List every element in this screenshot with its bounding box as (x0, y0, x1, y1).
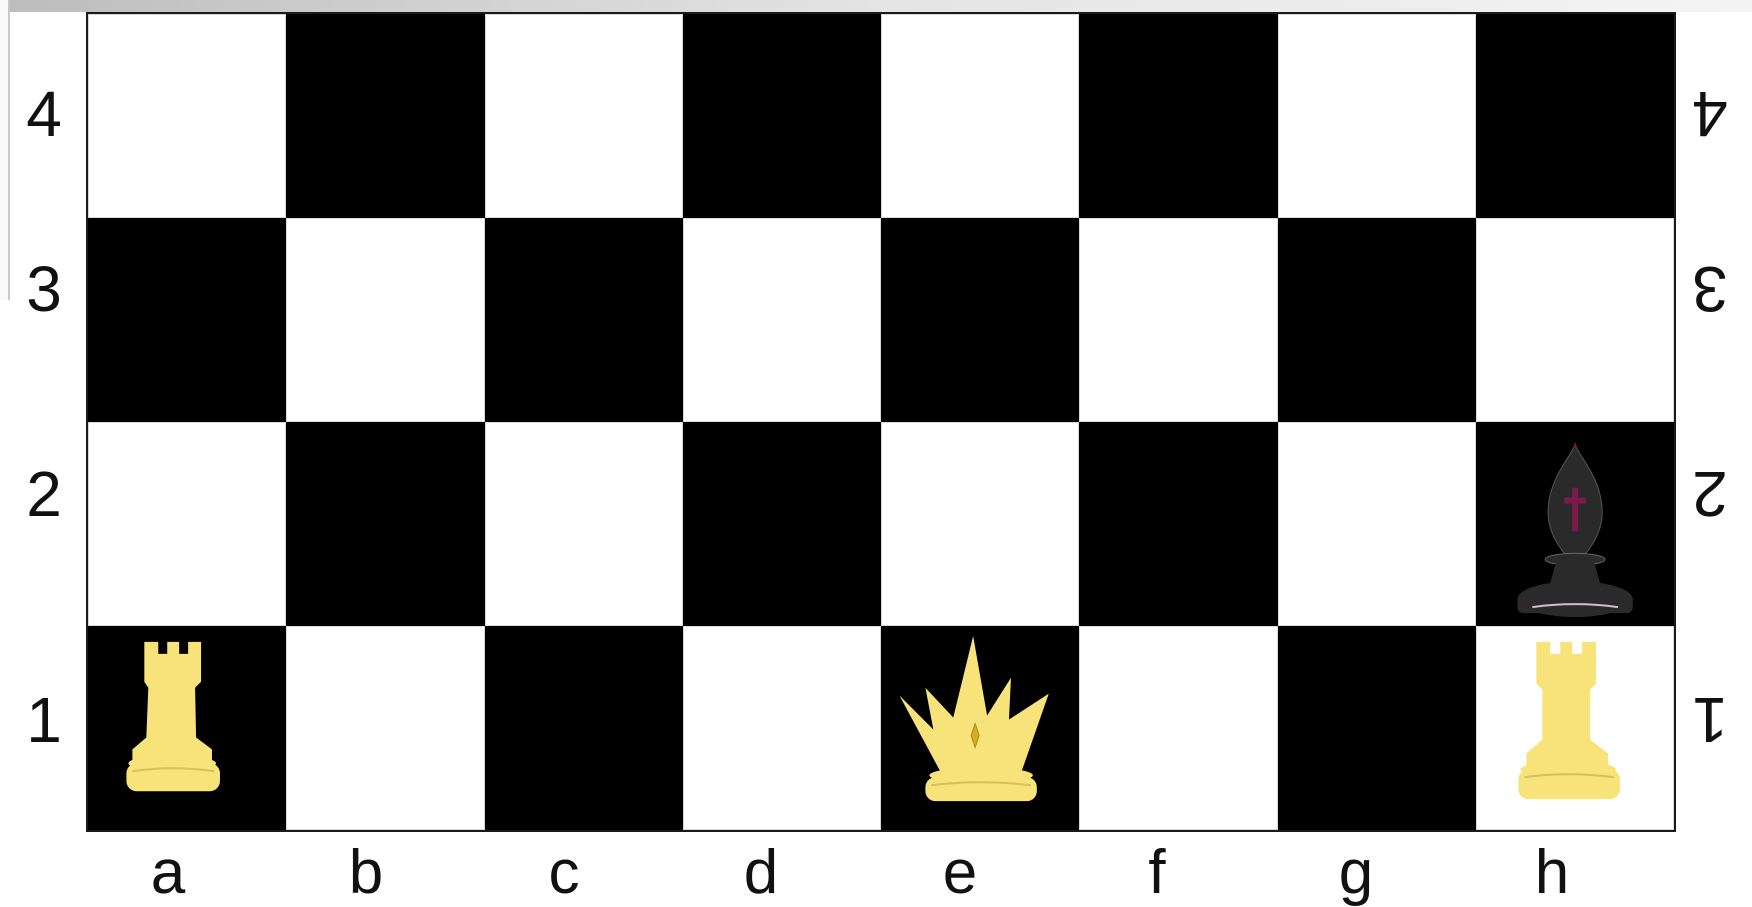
file-label: e (930, 842, 990, 904)
file-label: g (1326, 842, 1386, 904)
square-b4[interactable] (286, 14, 484, 218)
square-c4[interactable] (485, 14, 683, 218)
rook-icon[interactable] (88, 626, 286, 830)
square-e3[interactable] (881, 218, 1079, 422)
square-e4[interactable] (881, 14, 1079, 218)
square-c2[interactable] (485, 422, 683, 626)
bishop-icon[interactable] (1476, 422, 1674, 626)
square-g1[interactable] (1278, 626, 1476, 830)
file-label: f (1127, 842, 1187, 904)
square-d3[interactable] (683, 218, 881, 422)
square-c1[interactable] (485, 626, 683, 830)
crown-icon[interactable] (881, 626, 1079, 830)
square-f4[interactable] (1079, 14, 1277, 218)
rank-label-right: 4 (1680, 82, 1740, 146)
file-label: h (1522, 842, 1582, 904)
file-label: c (534, 842, 594, 904)
square-b1[interactable] (286, 626, 484, 830)
rank-label-right: 3 (1680, 257, 1740, 321)
square-h4[interactable] (1476, 14, 1674, 218)
square-e1[interactable] (881, 626, 1079, 830)
square-g3[interactable] (1278, 218, 1476, 422)
square-h3[interactable] (1476, 218, 1674, 422)
rank-label-right: 1 (1680, 688, 1740, 752)
square-b2[interactable] (286, 422, 484, 626)
file-label: a (138, 842, 198, 904)
square-h1[interactable] (1476, 626, 1674, 830)
rank-label-left: 1 (14, 688, 74, 752)
square-d4[interactable] (683, 14, 881, 218)
square-e2[interactable] (881, 422, 1079, 626)
top-strip (10, 0, 1752, 12)
square-f3[interactable] (1079, 218, 1277, 422)
rook-icon[interactable] (1476, 626, 1674, 830)
square-g2[interactable] (1278, 422, 1476, 626)
square-d2[interactable] (683, 422, 881, 626)
square-a2[interactable] (88, 422, 286, 626)
square-b3[interactable] (286, 218, 484, 422)
rank-label-left: 2 (14, 462, 74, 526)
square-c3[interactable] (485, 218, 683, 422)
left-bracket (0, 0, 10, 300)
square-d1[interactable] (683, 626, 881, 830)
square-a4[interactable] (88, 14, 286, 218)
square-f2[interactable] (1079, 422, 1277, 626)
rank-label-right: 2 (1680, 462, 1740, 526)
square-a1[interactable] (88, 626, 286, 830)
square-f1[interactable] (1079, 626, 1277, 830)
square-g4[interactable] (1278, 14, 1476, 218)
square-a3[interactable] (88, 218, 286, 422)
chess-board (86, 12, 1676, 832)
rank-label-left: 4 (14, 82, 74, 146)
file-label: b (336, 842, 396, 904)
file-label: d (731, 842, 791, 904)
rank-label-left: 3 (14, 257, 74, 321)
square-h2[interactable] (1476, 422, 1674, 626)
